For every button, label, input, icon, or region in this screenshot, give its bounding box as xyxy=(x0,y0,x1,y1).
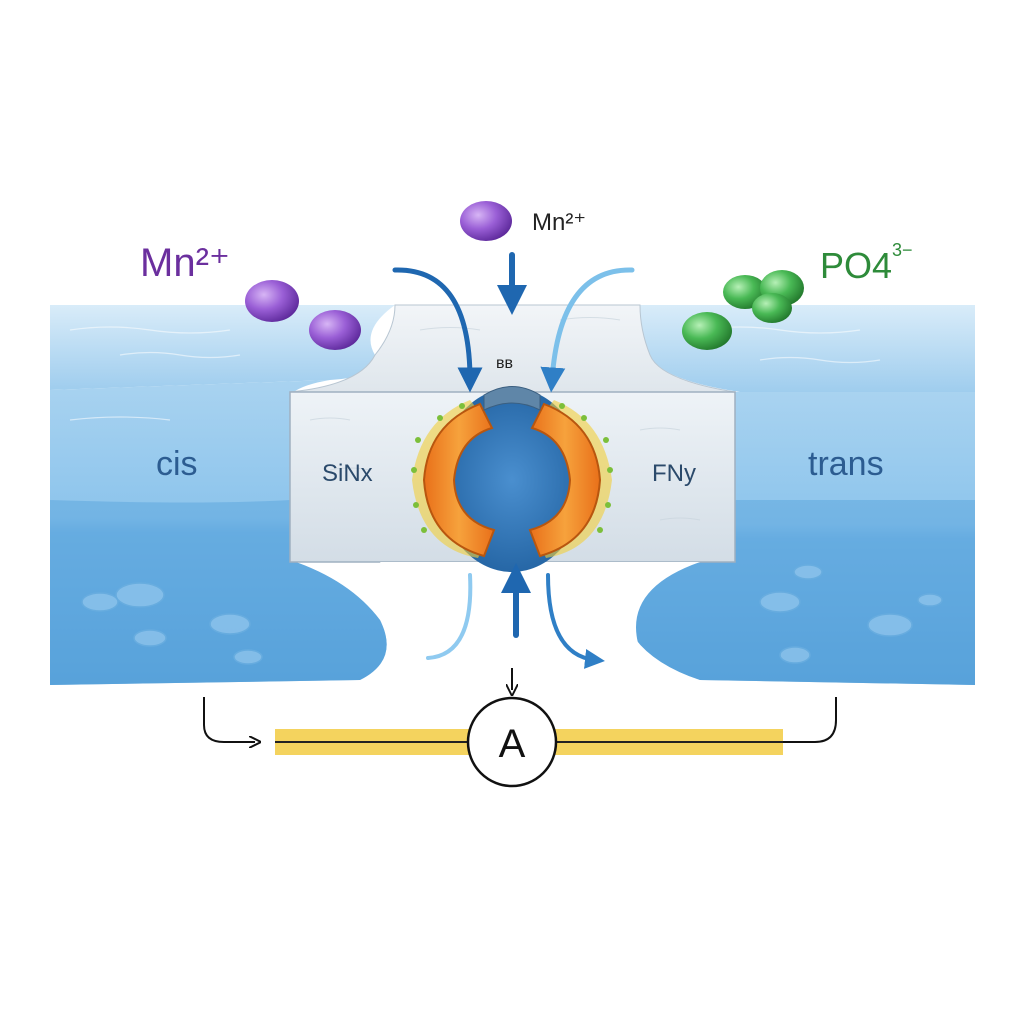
cis-reservoir xyxy=(50,305,395,685)
mn-ion xyxy=(460,201,512,241)
flow-arrows xyxy=(392,252,635,669)
nanopore xyxy=(411,386,613,572)
trans-label: trans xyxy=(808,445,884,483)
cis-label: cis xyxy=(156,445,198,483)
flow-arrow-right-in xyxy=(540,267,635,393)
ion-label-left: Mn²⁺ xyxy=(140,241,230,285)
mn-ion xyxy=(245,280,299,322)
pore-outlet xyxy=(320,562,720,690)
po4-ion xyxy=(682,312,732,350)
flow-arrow-left-in xyxy=(392,267,483,393)
pore-marker: ʙʙ xyxy=(496,355,513,372)
circuit xyxy=(203,668,837,788)
ion-label-right-charge: 3− xyxy=(892,240,913,260)
mn-ion xyxy=(309,310,361,350)
membrane-label-left: SiNx xyxy=(322,460,373,487)
po4-ion xyxy=(752,293,792,323)
flow-arrow-right-out xyxy=(546,573,605,669)
ion-label-right: PO4 xyxy=(820,245,892,286)
ion-label-top: Mn²⁺ xyxy=(532,209,586,236)
flow-arrow-left-out xyxy=(426,573,473,660)
ions xyxy=(245,201,804,350)
ammeter xyxy=(466,696,558,788)
ammeter-label: A xyxy=(499,722,526,766)
membrane-label-right: FNy xyxy=(652,460,696,487)
